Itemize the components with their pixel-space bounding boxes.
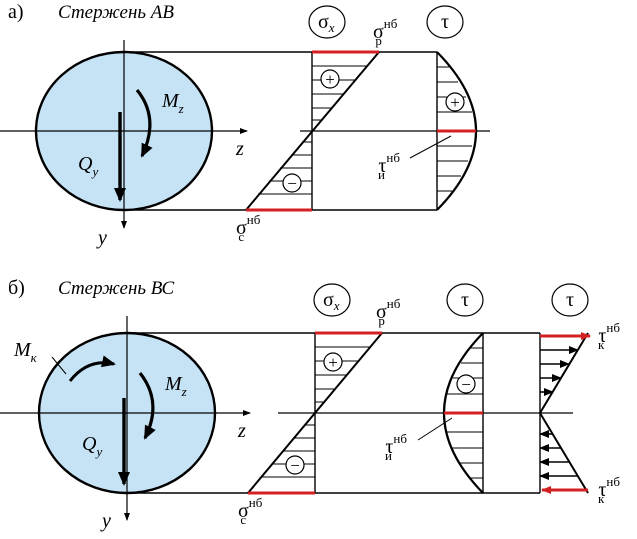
tau-badge-a-label: τ: [441, 11, 449, 33]
moment-arrow-a: [135, 88, 153, 158]
shear-label-b: Qy: [82, 433, 102, 459]
part-b-letter: б): [8, 277, 25, 299]
plus-sign-tau-a: +: [450, 93, 460, 112]
torque-arrow-b: [68, 355, 116, 382]
moment-label-a: Mz: [161, 90, 184, 116]
tau-badge-b1: [446, 283, 484, 317]
part-a-letter: а): [8, 1, 24, 23]
tau-bending-diagram-b: −: [417, 332, 484, 494]
minus-sign-a: −: [287, 174, 297, 193]
tau-leader-a: [409, 135, 452, 159]
sigma-badge-a-label: σx: [318, 11, 335, 35]
tau-badge-a: [426, 5, 464, 39]
sigma-diagram-b: + −: [247, 331, 383, 495]
sigma-diagram-a: + −: [245, 50, 380, 212]
tau-torsion-diagram-b: [539, 332, 591, 494]
y-axis-label-b: y: [100, 510, 111, 532]
minus-sign-tau-b: −: [461, 375, 471, 394]
moment-label-b: Mz: [164, 373, 187, 399]
z-axis-label-a: z: [235, 138, 244, 160]
sigma-badge-a: [308, 5, 346, 39]
shear-label-a: Qy: [78, 153, 98, 179]
tau-badge-b1-label: τ: [461, 289, 469, 311]
y-axis-label-a: y: [96, 227, 107, 249]
torque-leader-b: [51, 356, 67, 375]
moment-arrow-b: [138, 372, 156, 440]
tau-diagram-a: +: [409, 51, 477, 211]
tau-leader-b: [417, 417, 453, 441]
minus-sign-b: −: [290, 456, 300, 475]
z-axis-label-b: z: [237, 420, 246, 442]
sigma-badge-b: [313, 283, 351, 317]
torque-label-b: Mк: [13, 339, 38, 365]
sigma-badge-b-label: σx: [323, 289, 340, 313]
part-a-title: Стержень АВ: [58, 2, 174, 23]
part-b-title: Стержень ВС: [58, 278, 175, 299]
tau-badge-b2-label: τ: [566, 289, 574, 311]
tau-badge-b2: [551, 283, 589, 317]
plus-sign-b: +: [328, 353, 338, 372]
part-b: б) Стержень ВС z y Qy Mz Mк: [0, 277, 620, 532]
plus-sign-a: +: [325, 70, 335, 89]
part-a: а) Стержень АВ z y Qy Mz: [0, 1, 490, 249]
